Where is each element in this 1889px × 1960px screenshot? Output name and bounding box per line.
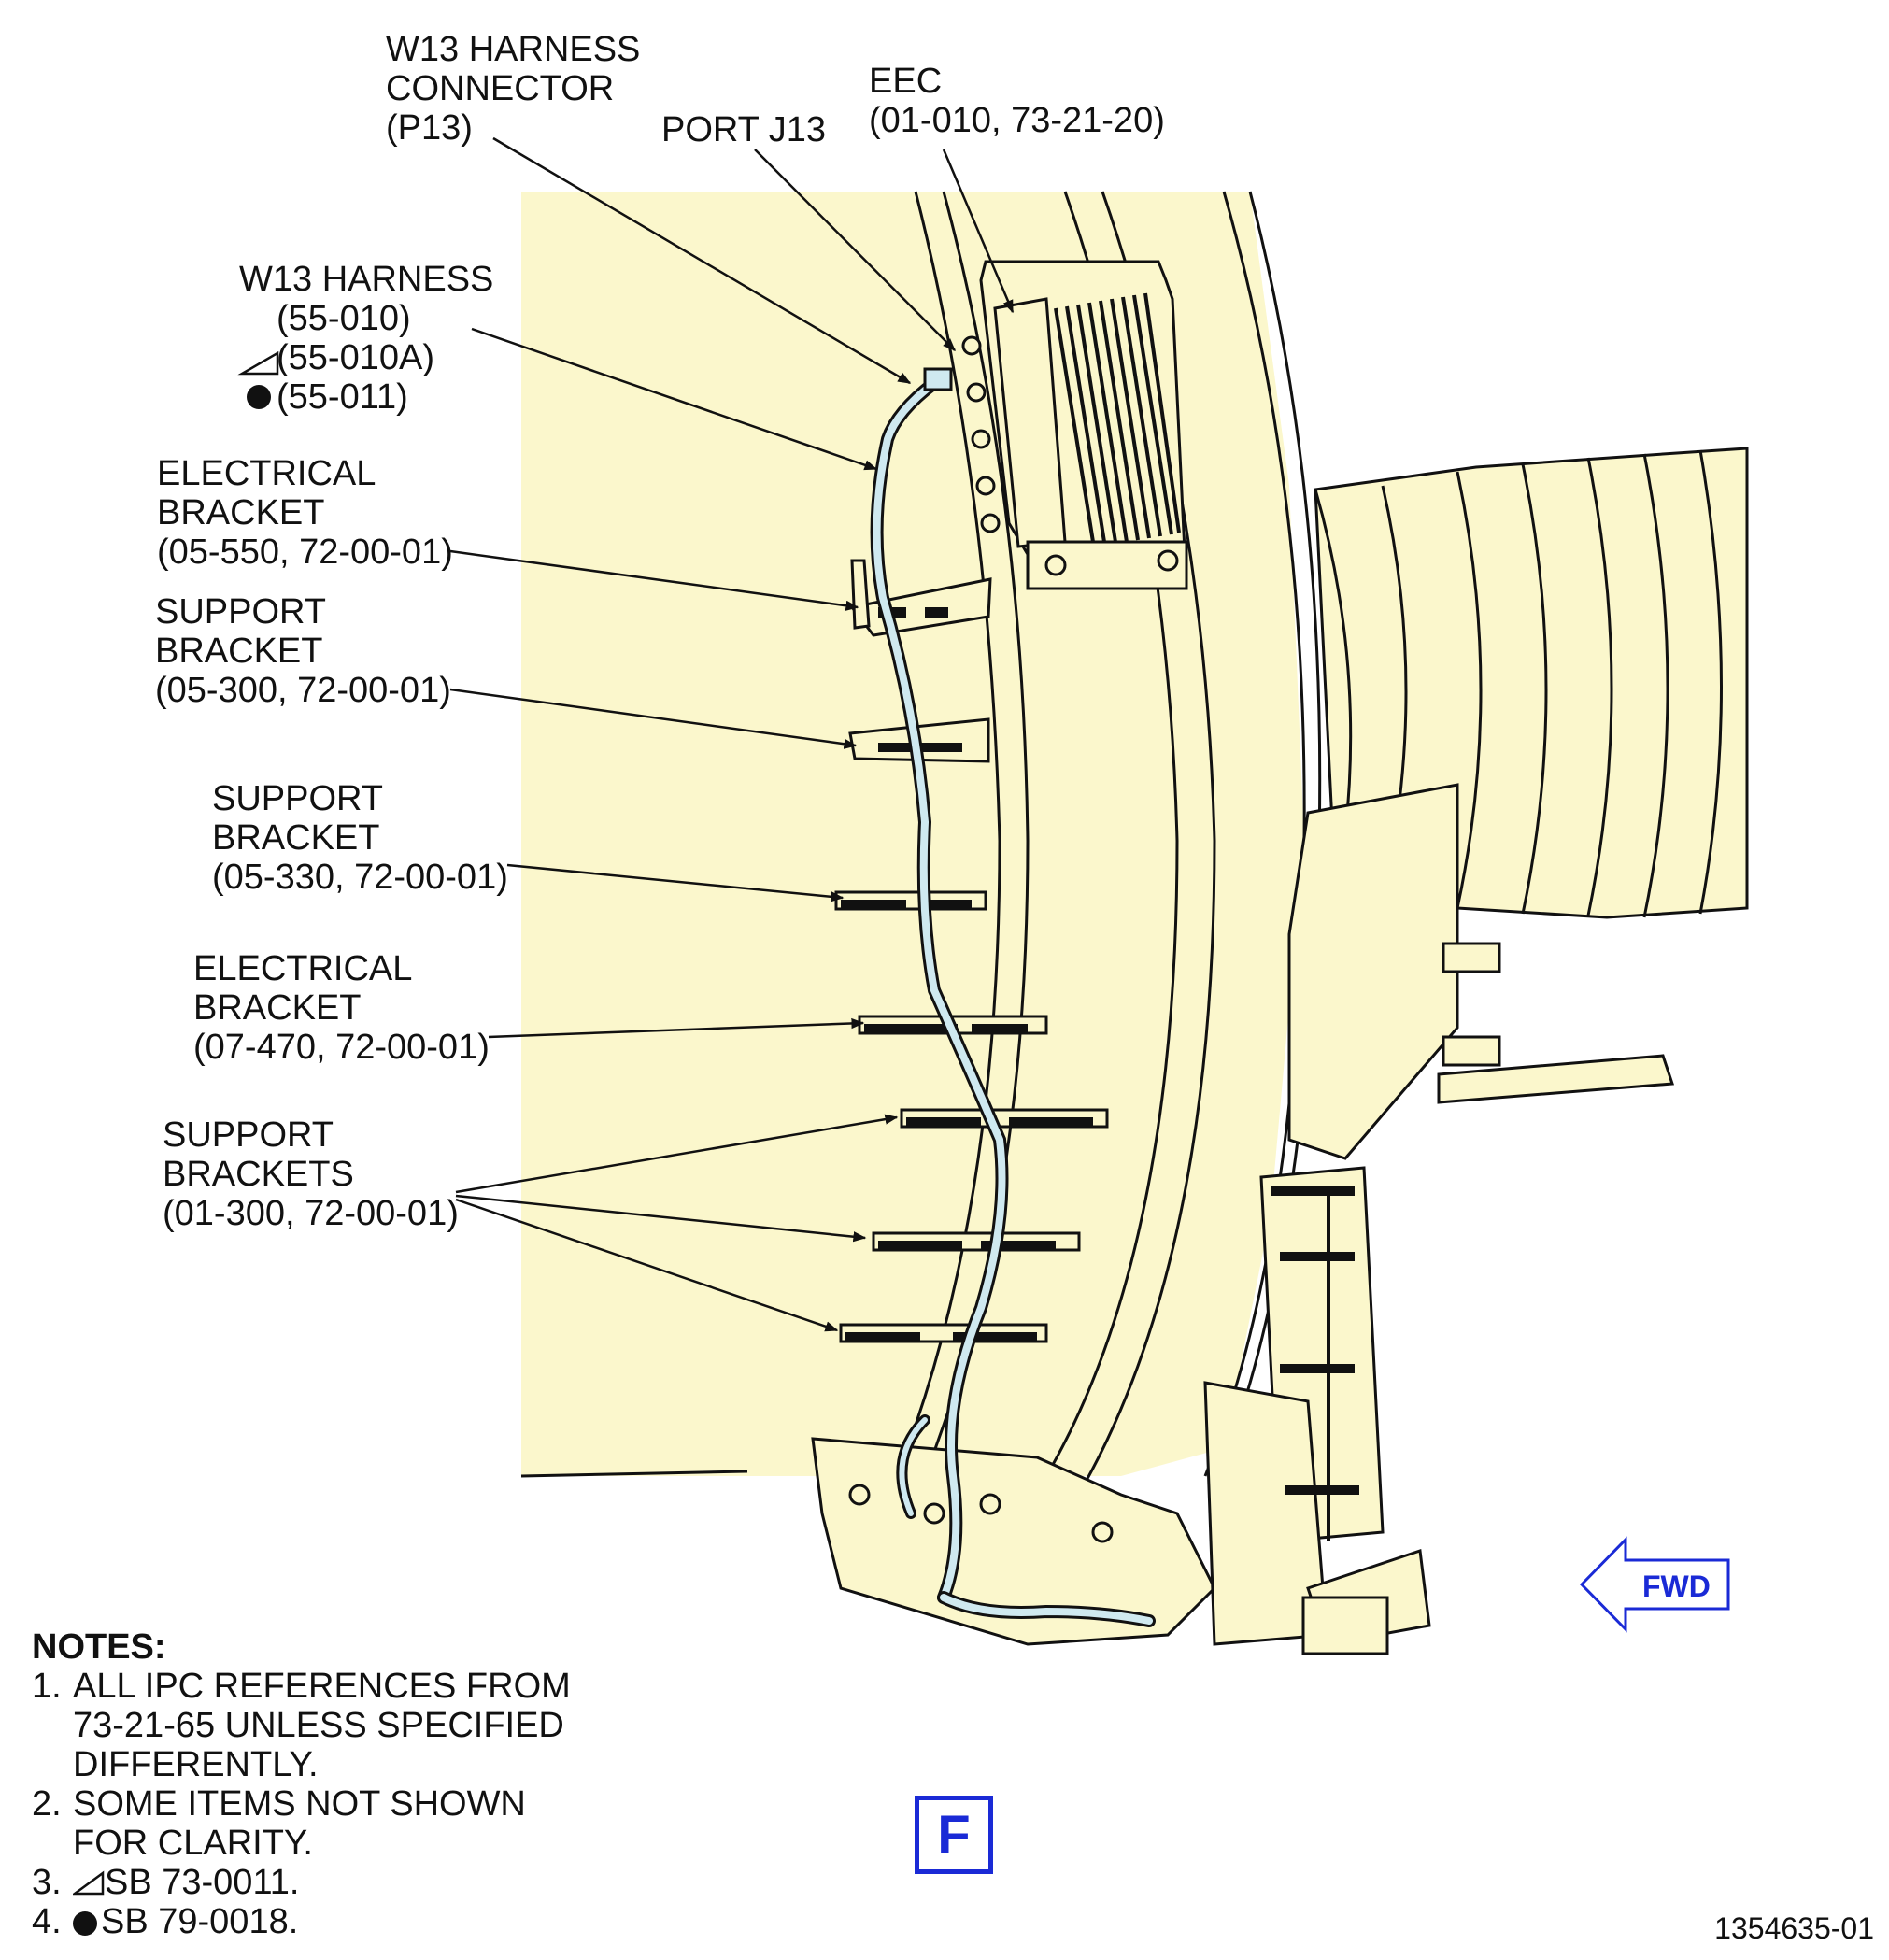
note-item: 1. ALL IPC REFERENCES FROM 73-21-65 UNLE… [32,1667,571,1784]
w13-harness [873,379,1006,1601]
label-harness-connector: W13 HARNESS CONNECTOR (P13) [386,30,641,148]
view-letter-box: F [915,1796,993,1874]
label-electrical-bracket-2: ELECTRICAL BRACKET (07-470, 72-00-01) [193,949,490,1067]
label-eec: EEC (01-010, 73-21-20) [869,62,1165,140]
eec-unit [961,260,1188,590]
note-item: 2. SOME ITEMS NOT SHOWN FOR CLARITY. [32,1784,526,1863]
label-support-brackets: SUPPORT BRACKETS (01-300, 72-00-01) [163,1115,459,1233]
notes-block: NOTES: 1. ALL IPC REFERENCES FROM 73-21-… [32,1627,571,1941]
label-support-bracket-1: SUPPORT BRACKET (05-300, 72-00-01) [155,592,451,710]
sb-dot-icon [73,1911,97,1936]
sb-triangle-icon [73,1870,105,1896]
fwd-label: FWD [1642,1569,1711,1603]
notes-title: NOTES: [32,1627,166,1667]
label-port-j13: PORT J13 [661,110,827,149]
sb-dot-symbol [247,385,271,409]
note-item: 4. SB 79-0018. [32,1902,299,1941]
note-item: 3. SB 73-0011. [32,1863,300,1902]
p13-connector [923,367,953,391]
leader-lines [449,136,1015,1332]
label-electrical-bracket-1: ELECTRICAL BRACKET (05-550, 72-00-01) [157,454,453,572]
sb-triangle-symbol [237,350,279,376]
fan-case-panel [521,192,1304,1476]
gearbox-details [1271,1186,1359,1541]
label-support-bracket-2: SUPPORT BRACKET (05-330, 72-00-01) [212,779,508,897]
figure-id: 1354635-01 [1714,1911,1874,1945]
fwd-arrow [1579,1536,1730,1633]
label-w13-harness: W13 HARNESS (55-010) (55-010A) (55-011) [239,260,494,417]
